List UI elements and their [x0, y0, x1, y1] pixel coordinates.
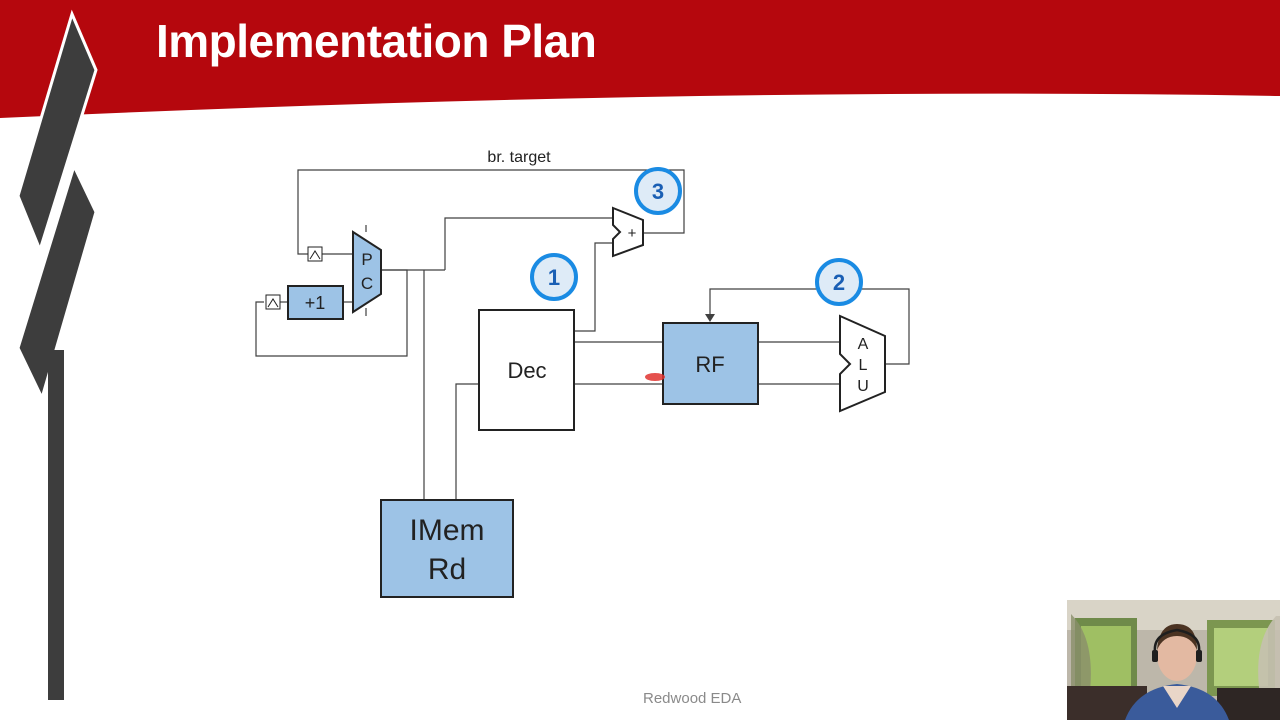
branch-target-wire	[297, 169, 685, 255]
flip-flop-symbols	[265, 246, 323, 310]
svg-text:3: 3	[652, 179, 664, 204]
pc-mux: P C	[352, 230, 382, 314]
register-file-block: RF	[662, 322, 759, 405]
incrementer-label: +1	[305, 293, 326, 313]
alu-label-u: U	[857, 378, 869, 395]
title-banner	[0, 0, 1280, 118]
pc-mux-label-c: C	[361, 274, 373, 293]
alu-label-l: L	[859, 357, 868, 374]
svg-text:2: 2	[833, 270, 845, 295]
laser-pointer-dot	[645, 373, 665, 381]
pc-mux-label-p: P	[361, 250, 372, 269]
imem-label-line1: IMem	[410, 514, 485, 547]
step-marker-1: 1	[530, 253, 578, 301]
decoder-label: Dec	[507, 358, 546, 383]
imem-label-line2: Rd	[428, 553, 466, 586]
adder-label: +	[628, 225, 637, 242]
slide-footer: Redwood EDA	[643, 690, 742, 707]
register-file-label: RF	[695, 352, 724, 377]
presenter-webcam-overlay	[1067, 600, 1280, 720]
decoder-block: Dec	[478, 309, 575, 431]
svg-text:1: 1	[548, 265, 560, 290]
writeback-arrowhead	[705, 314, 715, 322]
alu-label-a: A	[858, 336, 869, 353]
step-marker-2: 2	[815, 258, 863, 306]
slide-title: Implementation Plan	[156, 15, 597, 67]
incrementer-block: +1	[287, 285, 344, 320]
presenter-video-image	[1067, 600, 1280, 720]
step-marker-3: 3	[634, 167, 682, 215]
diagram-wires	[255, 169, 910, 500]
decorative-stripes-logo	[16, 9, 98, 700]
branch-target-label: br. target	[487, 149, 551, 166]
alu-block: A L U	[839, 314, 886, 413]
branch-adder: +	[612, 206, 644, 258]
imem-block: IMem Rd	[380, 499, 514, 598]
